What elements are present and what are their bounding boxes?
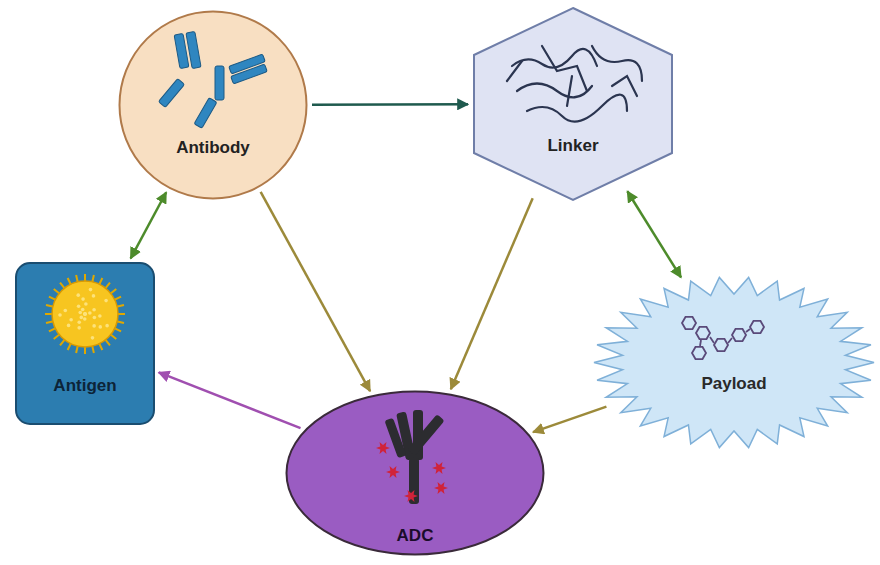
- antibody-icon: [158, 31, 267, 128]
- payload-burst-shape: [592, 275, 876, 450]
- antibody-circle-outline: [120, 12, 307, 199]
- connector-arrow: [533, 407, 606, 432]
- adc-ellipse: ADC: [285, 390, 545, 556]
- adc-ellipse-outline: [287, 392, 544, 555]
- payload-burst-outline: [594, 277, 874, 447]
- node-label: Antibody: [176, 138, 250, 158]
- connector-arrow: [261, 192, 370, 391]
- node-label: Linker: [547, 136, 598, 156]
- antigen-box-outline: [16, 263, 154, 424]
- node-label: ADC: [397, 526, 434, 546]
- node-label: Payload: [701, 374, 766, 394]
- antigen-sphere-icon: [45, 274, 125, 354]
- connector-arrow: [451, 198, 533, 389]
- payload-burst: Payload: [592, 275, 876, 450]
- antigen-box: Antigen: [15, 262, 155, 425]
- linker-hexagon-outline: [474, 8, 672, 200]
- linker-chains: [507, 46, 642, 122]
- connector-arrow: [627, 191, 681, 277]
- antibody-circle: Antibody: [118, 10, 308, 200]
- linker-hexagon-shape: [472, 6, 674, 202]
- connector-arrow: [159, 372, 301, 428]
- molecule-icon: [682, 317, 764, 359]
- node-label: Antigen: [53, 376, 116, 396]
- connector-arrow: [131, 192, 167, 258]
- adc-icon: [376, 410, 448, 504]
- linker-hexagon: Linker: [472, 6, 674, 202]
- antigen-box-shape: [15, 262, 155, 425]
- antibody-circle-shape: [118, 10, 308, 200]
- connector-arrow: [312, 103, 468, 106]
